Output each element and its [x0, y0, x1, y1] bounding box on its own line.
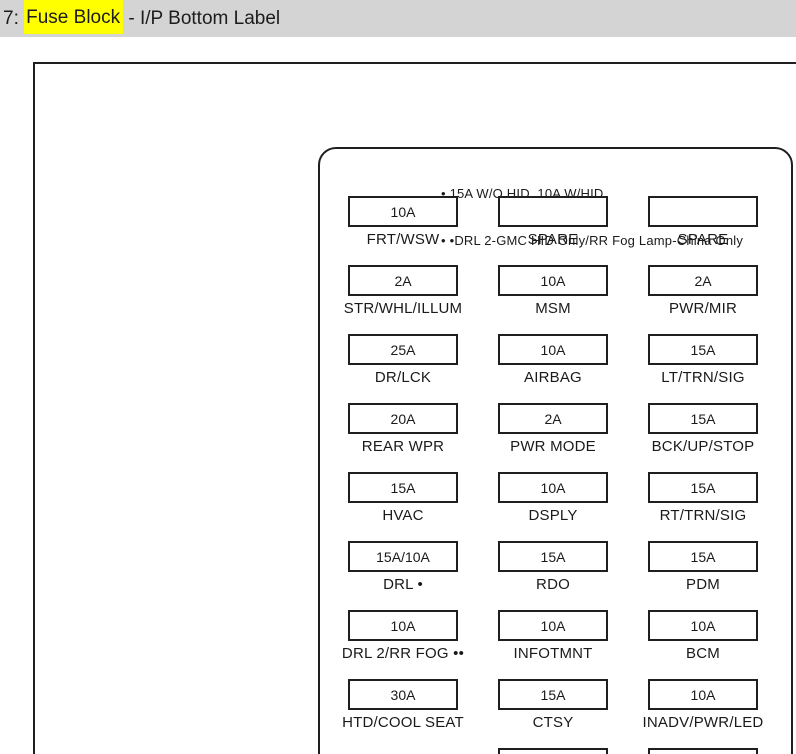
- fuse-label: AIRBAG: [524, 369, 582, 386]
- fuse-label: REAR WPR: [361, 438, 445, 455]
- page-title-prefix: 7:: [3, 7, 25, 29]
- fuse-label: PWR MODE: [510, 438, 596, 455]
- fuse-cell: 10A INADV/PWR/LED: [628, 679, 778, 748]
- fuse-label: FRT/WSW: [366, 231, 440, 248]
- fuse-amp-box: 10A: [348, 610, 458, 641]
- fuse-cell: 2A PWR MODE: [478, 403, 628, 472]
- fuse-amp-box: 2A: [348, 265, 458, 296]
- fuse-cell: 2A PWR/MIR: [628, 265, 778, 334]
- fuse-cell: 10A DSPLY: [478, 472, 628, 541]
- fuse-amp-box: 10A: [498, 334, 608, 365]
- fuse-amp-box: 10A: [498, 748, 608, 754]
- fuse-cell: SPARE: [478, 196, 628, 265]
- fuse-amp-box: 15A: [348, 472, 458, 503]
- fuse-amp-box: 10A: [648, 610, 758, 641]
- fuse-cell: 2A STR/WHL/ILLUM: [328, 265, 478, 334]
- fuse-cell: 10ACNSTR/VENT: [478, 748, 628, 754]
- fuse-label: MSM: [535, 300, 571, 317]
- fuse-cell: 15A LT/TRN/SIG: [628, 334, 778, 403]
- fuse-cell: 15A CTSY: [478, 679, 628, 748]
- fuse-cell: 10A INFOTMNT: [478, 610, 628, 679]
- fuse-label: LT/TRN/SIG: [661, 369, 745, 386]
- fuse-label: PWR/MIR: [668, 300, 738, 317]
- fuse-cell: 10A AIRBAG: [478, 334, 628, 403]
- fuse-label: STR/WHL/ILLUM: [343, 300, 463, 317]
- fuse-label: DR/LCK: [374, 369, 432, 386]
- fuse-amp-box: 15A: [648, 334, 758, 365]
- fuse-amp-box: 15A: [648, 403, 758, 434]
- fuse-amp-box: 10A: [498, 610, 608, 641]
- fuse-amp-box: 15A: [648, 541, 758, 572]
- fuse-label: DSPLY: [528, 507, 578, 524]
- fuse-amp-box: [498, 196, 608, 227]
- fuse-cell-empty: [328, 748, 478, 754]
- fuse-label: INADV/PWR/LED: [642, 714, 764, 731]
- fuse-label: SPARE: [677, 231, 729, 248]
- fuse-cell: 15A HVAC: [328, 472, 478, 541]
- search-highlight: Fuse Block: [24, 0, 124, 34]
- fuse-label: SPARE: [527, 231, 579, 248]
- fuse-label: DRL 2/RR FOG ••: [341, 645, 465, 662]
- fuse-label: PDM: [686, 576, 720, 593]
- fuse-label: BCK/UP/STOP: [651, 438, 755, 455]
- fuse-amp-box: 15A: [498, 679, 608, 710]
- fuse-note-line: • •DRL 2-GMC HID Only/RR Fog Lamp-China …: [441, 232, 744, 248]
- fuse-amp-box: 10A: [648, 679, 758, 710]
- fuse-amp-box: [648, 196, 758, 227]
- fuse-label: RT/TRN/SIG: [659, 507, 747, 524]
- fuse-block-panel: • 15A W/O HID, 10A W/HID • •DRL 2-GMC HI…: [318, 147, 793, 754]
- fuse-amp-box: 10A: [498, 265, 608, 296]
- fuse-amp-box: 2A: [648, 265, 758, 296]
- fuse-cell: 10A MSM: [478, 265, 628, 334]
- fuse-cell: 25A DR/LCK: [328, 334, 478, 403]
- fuse-cell: 20A REAR WPR: [328, 403, 478, 472]
- fuse-amp-box: 15A/10A: [348, 541, 458, 572]
- fuse-amp-box: 30A: [348, 679, 458, 710]
- fuse-cell: 10A DRL 2/RR FOG ••: [328, 610, 478, 679]
- fuse-cell: 15A RDO: [478, 541, 628, 610]
- fuse-cell: 15A PDM: [628, 541, 778, 610]
- fuse-label: RDO: [536, 576, 570, 593]
- fuse-label: INFOTMNT: [513, 645, 593, 662]
- page-title-bar: 7: Fuse Block - I/P Bottom Label: [0, 0, 796, 37]
- fuse-label: CTSY: [532, 714, 574, 731]
- fuse-cell: 15A RT/TRN/SIG: [628, 472, 778, 541]
- fuse-grid: 10A FRT/WSW SPARE SPARE 2A STR/WHL/ILLUM 10A MS…: [328, 196, 778, 754]
- fuse-amp-box: 2A: [498, 403, 608, 434]
- fuse-label: DRL •: [383, 576, 423, 593]
- fuse-amp-box: 10A: [348, 196, 458, 227]
- page-title-suffix: - I/P Bottom Label: [123, 7, 281, 29]
- fuse-cell: 30A HTD/COOL SEAT: [328, 679, 478, 748]
- fuse-amp-box: 10A: [498, 472, 608, 503]
- fuse-cell: SPARE: [628, 196, 778, 265]
- diagram-frame: • 15A W/O HID, 10A W/HID • •DRL 2-GMC HI…: [33, 62, 796, 754]
- fuse-label: HTD/COOL SEAT: [342, 714, 464, 731]
- fuse-amp-box: 15A: [648, 472, 758, 503]
- fuse-cell: 30AAMP: [628, 748, 778, 754]
- fuse-amp-box: 20A: [348, 403, 458, 434]
- fuse-amp-box: 15A: [498, 541, 608, 572]
- fuse-label: HVAC: [382, 507, 424, 524]
- fuse-cell: 10A FRT/WSW: [328, 196, 478, 265]
- fuse-cell: 10A BCM: [628, 610, 778, 679]
- fuse-amp-box: 25A: [348, 334, 458, 365]
- fuse-amp-box: 30A: [648, 748, 758, 754]
- fuse-cell: 15A BCK/UP/STOP: [628, 403, 778, 472]
- fuse-label: BCM: [686, 645, 720, 662]
- fuse-cell: 15A/10A DRL •: [328, 541, 478, 610]
